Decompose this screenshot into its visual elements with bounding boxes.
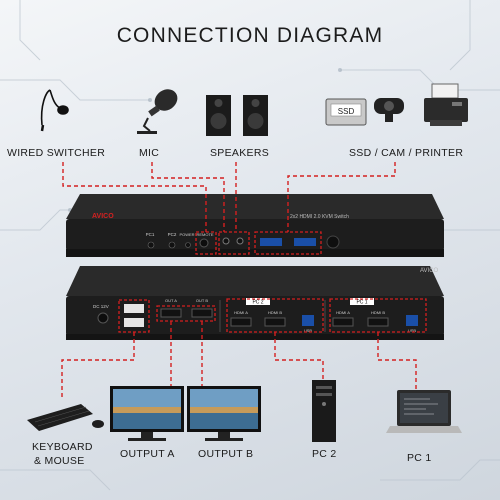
label-pc2: PC 2 bbox=[312, 448, 337, 460]
speakers-icon bbox=[206, 95, 268, 136]
rear-pc1-group: PC 1 bbox=[356, 300, 367, 306]
label-keyboard: KEYBOARD bbox=[32, 441, 93, 453]
rear-pc2-group: PC 2 bbox=[252, 300, 263, 306]
rear-dc-label: DC 12V bbox=[93, 304, 109, 309]
rear-out-a-label: OUT A bbox=[165, 298, 177, 303]
label-output-b: OUTPUT B bbox=[198, 448, 254, 460]
rear-out-b-label: OUT B bbox=[196, 298, 208, 303]
front-pc1-label: PC1 bbox=[146, 232, 155, 237]
label-mouse: & MOUSE bbox=[34, 455, 85, 467]
label-output-a: OUTPUT A bbox=[120, 448, 175, 460]
wired-switcher-icon bbox=[40, 89, 69, 132]
monitor-output-b-icon bbox=[187, 386, 261, 441]
label-pc1: PC 1 bbox=[407, 452, 432, 464]
diagram-title: CONNECTION DIAGRAM bbox=[116, 24, 384, 47]
ssd-icon: SSD bbox=[325, 98, 367, 126]
front-remote-label: REMOTE bbox=[196, 232, 213, 237]
monitor-output-a-icon bbox=[110, 386, 184, 441]
front-model: 2x2 HDMI 2.0 KVM Switch bbox=[290, 214, 349, 220]
rear-pc2-hdmi-a: HDMI A bbox=[234, 310, 248, 315]
ssd-text: SSD bbox=[338, 107, 355, 116]
rear-pc1-usb: USB bbox=[408, 328, 417, 333]
rear-brand: AVICO bbox=[420, 268, 439, 274]
front-brand: AVICO bbox=[92, 213, 114, 220]
label-speakers: SPEAKERS bbox=[210, 147, 270, 159]
rear-pc2-usb: USB bbox=[304, 328, 313, 333]
pc-tower-icon bbox=[312, 380, 336, 442]
rear-pc1-hdmi-a: HDMI A bbox=[336, 310, 350, 315]
microphone-icon bbox=[137, 89, 178, 134]
printer-icon bbox=[424, 83, 468, 126]
front-pc2-label: PC2 bbox=[168, 232, 177, 237]
rear-pc2-hdmi-b: HDMI B bbox=[268, 310, 282, 315]
front-power-label: POWER bbox=[179, 232, 194, 237]
kvm-rear-panel: AVICO DC 12V OUT A OUT B PC 2 HDMI A HDM… bbox=[66, 266, 444, 340]
label-wired-switcher: WIRED SWITCHER bbox=[7, 147, 106, 159]
keyboard-mouse-icon bbox=[27, 404, 104, 431]
laptop-icon bbox=[386, 390, 462, 433]
webcam-icon bbox=[374, 98, 404, 122]
connector-lines bbox=[61, 162, 417, 398]
label-mic: MIC bbox=[139, 147, 160, 159]
label-ssd-cam-printer: SSD / CAM / PRINTER bbox=[349, 147, 464, 159]
rear-pc1-hdmi-b: HDMI B bbox=[371, 310, 385, 315]
